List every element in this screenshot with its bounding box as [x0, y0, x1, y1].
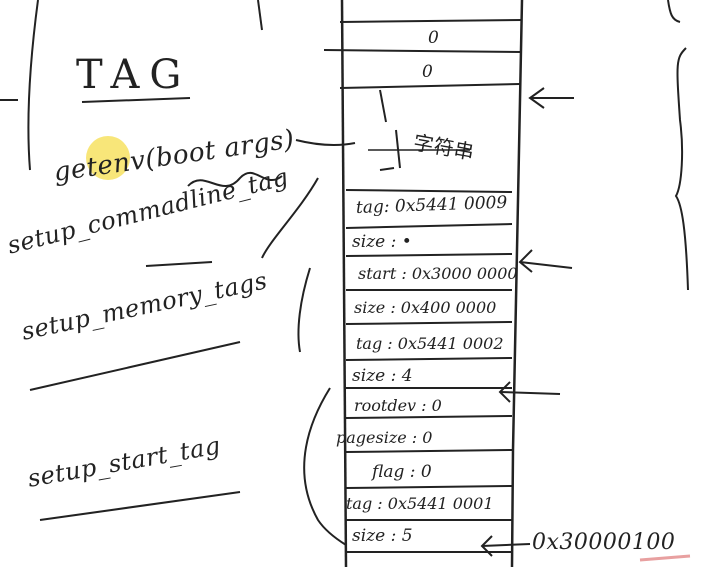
left-edge-stroke — [27, 0, 39, 171]
start-tag-bracket — [303, 387, 347, 546]
stack-cell-0: 0 — [428, 28, 439, 48]
stack-cell-1: 0 — [422, 62, 433, 82]
stack-left-edge — [340, 0, 348, 567]
arrow-icons — [480, 87, 574, 557]
stack-cell-6: start : 0x3000 0000 — [358, 264, 518, 283]
stack-cell-9: size : 4 — [352, 366, 413, 386]
right-brace — [674, 47, 689, 291]
stack-cell-13: tag : 0x5441 0001 — [346, 494, 494, 513]
stack-cell-12: flag : 0 — [372, 462, 432, 482]
stack-cell-14: size : 5 — [352, 526, 413, 546]
stack-cell-11: pagesize : 0 — [336, 428, 433, 447]
stack-cell-8: tag : 0x5441 0002 — [356, 334, 504, 353]
page-title: TAG — [76, 52, 192, 98]
squiggle — [187, 171, 283, 188]
stack-cell-5: size : • — [352, 232, 412, 252]
cursor-highlight — [86, 136, 130, 180]
address-label: 0x30000100 — [532, 530, 676, 555]
corner-mark — [639, 554, 691, 562]
stack-right-edge — [510, 0, 524, 567]
stack-cell-7: size : 0x400 0000 — [354, 298, 497, 317]
stack-dividers — [323, 19, 523, 553]
stack-cell-10: rootdev : 0 — [354, 396, 442, 415]
